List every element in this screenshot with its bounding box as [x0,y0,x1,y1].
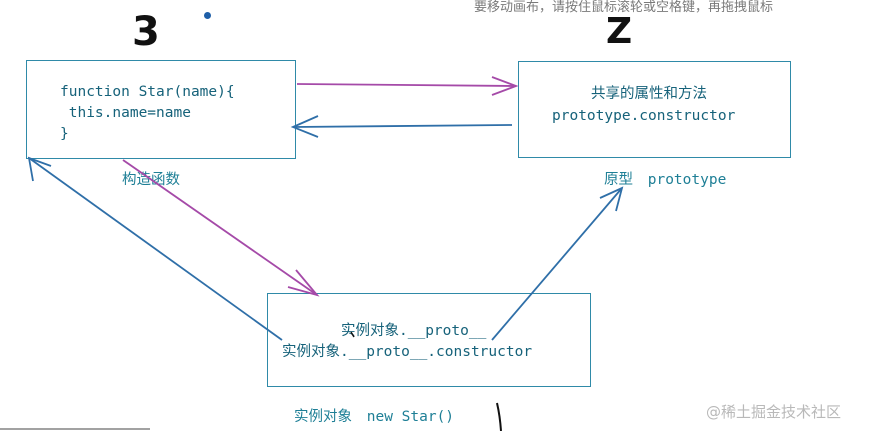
prototype-label-en: prototype [647,172,727,188]
arrow-constructor-to-prototype [296,76,519,96]
prototype-label: 原型 prototype [604,168,726,189]
prototype-shared-members-text: 共享的属性和方法 [591,86,707,102]
handwritten-number-3: 3 [132,9,160,55]
prototype-constructor-text: prototype.constructor [552,108,736,124]
constructor-code-line-1: function Star(name){ [60,84,235,100]
constructor-box[interactable]: function Star(name){ this.name=name } [26,60,296,159]
arrow-prototype-to-constructor [290,115,513,138]
prototype-box[interactable]: 共享的属性和方法 prototype.constructor [518,61,791,158]
instance-proto-constructor-text: 实例对象.__proto__.constructor [282,344,533,360]
pen-tick-mark [350,331,355,338]
handwritten-letter-z: Z [606,11,633,52]
watermark-text: @稀土掘金技术社区 [706,403,842,421]
ink-dot [204,12,211,19]
constructor-code-line-3: } [60,126,69,142]
prototype-label-cn: 原型 [604,172,633,188]
instance-box[interactable]: 实例对象.__proto__ 实例对象.__proto__.constructo… [267,293,591,387]
arrow-instance-to-prototype [491,186,624,341]
pen-stroke-bottom [496,402,502,431]
arrow-instance-to-constructor [27,156,283,341]
constructor-code-line-2: this.name=name [60,105,191,121]
canvas-hint-text: 要移动画布，请按住鼠标滚轮或空格键，再拖拽鼠标 [474,0,774,15]
instance-label-cn: 实例对象 [294,409,352,425]
instance-label-en: new Star() [366,409,455,425]
instance-proto-text: 实例对象.__proto__ [341,323,487,339]
instance-label: 实例对象 new Star() [294,405,454,426]
arrow-constructor-to-instance [122,159,320,297]
